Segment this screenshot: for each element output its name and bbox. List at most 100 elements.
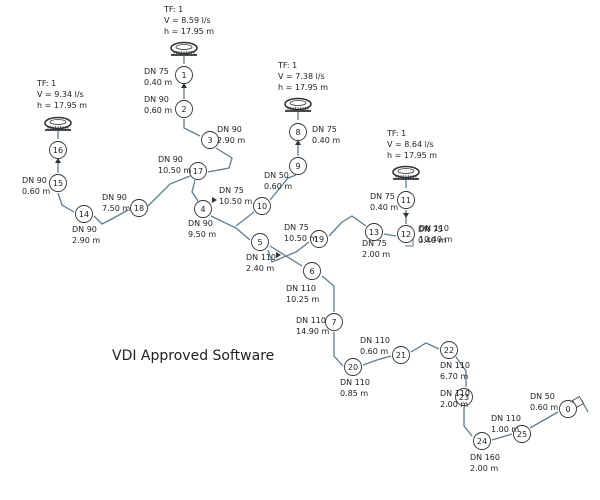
pipe-label-16-dn: DN 110 [419, 224, 449, 233]
node-3-number: 3 [207, 136, 212, 145]
pipe-label-19-length: 14.90 m [296, 327, 329, 336]
node-13[interactable]: 13 [365, 223, 383, 241]
pipe-label-22-length: 6.70 m [440, 372, 468, 381]
node-15[interactable]: 15 [49, 174, 67, 192]
fixture-8-icon [284, 97, 312, 120]
pipe-10-5 [235, 211, 255, 227]
pipe-label-10-dn: DN 90 [72, 225, 97, 234]
pipe-21-22 [410, 342, 440, 353]
pipe-label-0-length: 0.40 m [144, 78, 172, 87]
pipe-label-21-length: 0.85 m [340, 389, 368, 398]
node-6-number: 6 [309, 267, 314, 276]
node-9-number: 9 [295, 162, 300, 171]
branding-text: VDI Approved Software [112, 348, 274, 364]
node-0[interactable]: 0 [559, 400, 577, 418]
pipe-label-25-dn: DN 160 [470, 453, 500, 462]
pipe-label-19-dn: DN 110 [296, 316, 326, 325]
pipe-label-23-dn: DN 110 [440, 389, 470, 398]
node-11[interactable]: 11 [397, 191, 415, 209]
pipe-13-19 [328, 215, 367, 237]
fixture-11-icon [392, 165, 420, 188]
node-1[interactable]: 1 [175, 66, 193, 84]
pipe-19-5 [267, 241, 310, 263]
node-8-number: 8 [295, 128, 300, 137]
pipe-label-9-dn: DN 90 [102, 193, 127, 202]
pipe-label-13-dn: DN 75 [418, 225, 443, 234]
pipe-17-4 [191, 179, 199, 202]
pipe-label-14-length: 0.60 m [530, 403, 558, 412]
pipe-label-22-dn: DN 110 [440, 361, 470, 370]
node-20[interactable]: 20 [344, 358, 362, 376]
node-6[interactable]: 6 [303, 262, 321, 280]
pipe-label-20-length: 0.60 m [360, 347, 388, 356]
pipe-label-4-length: 0.40 m [312, 136, 340, 145]
node-5[interactable]: 5 [251, 233, 269, 251]
pipe-label-24-dn: DN 110 [491, 414, 521, 423]
pipe-label-7-dn: DN 75 [370, 192, 395, 201]
node-12[interactable]: 12 [397, 225, 415, 243]
node-19-number: 19 [314, 235, 324, 244]
node-24-number: 24 [477, 437, 487, 446]
pipe-label-13-length: 0.40 m [418, 236, 446, 245]
pipe-23-24 [463, 407, 473, 437]
pipe-label-25-length: 2.00 m [470, 464, 498, 473]
flow-arrow-layer [55, 83, 409, 258]
pipe-label-17-length: 2.40 m [246, 264, 274, 273]
node-20-number: 20 [348, 363, 358, 372]
pipe-label-11-dn: DN 90 [188, 219, 213, 228]
pipe-4-5 [210, 215, 251, 241]
fixture-16-tf-label: TF: 1 [36, 79, 56, 88]
node-4[interactable]: 4 [194, 200, 212, 218]
node-25[interactable]: 25 [513, 425, 531, 443]
pipe-20-21 [362, 355, 392, 366]
node-7[interactable]: 7 [325, 313, 343, 331]
pipe-label-12-length: 10.50 m [284, 234, 317, 243]
pipe-10-9 [269, 174, 297, 201]
node-22[interactable]: 22 [440, 341, 458, 359]
node-2[interactable]: 2 [175, 100, 193, 118]
node-16[interactable]: 16 [49, 141, 67, 159]
node-21-number: 21 [396, 351, 406, 360]
pipe-label-20-dn: DN 110 [360, 336, 390, 345]
node-9[interactable]: 9 [289, 157, 307, 175]
node-10[interactable]: 10 [253, 197, 271, 215]
node-17[interactable]: 17 [189, 162, 207, 180]
pipe-label-5-length: 0.60 m [264, 182, 292, 191]
pipe-label-14-dn: DN 50 [530, 392, 555, 401]
flow-arrow-node-5 [276, 252, 281, 258]
node-12-number: 12 [401, 230, 411, 239]
pipe-label-21-dn: DN 110 [340, 378, 370, 387]
pipe-15-14 [57, 192, 75, 213]
node-24[interactable]: 24 [473, 432, 491, 450]
node-14[interactable]: 14 [75, 205, 93, 223]
pipe-label-24-length: 1.00 m [491, 425, 519, 434]
node-14-number: 14 [79, 210, 89, 219]
pipe-label-4-dn: DN 75 [312, 125, 337, 134]
fixture-11-h-label: h = 17.95 m [387, 151, 437, 160]
node-19[interactable]: 19 [310, 230, 328, 248]
fixture-11-v-label: V = 8.64 l/s [387, 140, 434, 149]
node-21[interactable]: 21 [392, 346, 410, 364]
flow-arrow-node-4 [212, 197, 217, 203]
pipe-label-6-dn: DN 75 [219, 186, 244, 195]
pipe-3-17 [207, 147, 233, 173]
node-5-number: 5 [257, 238, 262, 247]
pipe-label-15-length: 2.00 m [362, 250, 390, 259]
pipe-label-16-length: 10.40 m [419, 235, 452, 244]
pipe-6-7 [321, 275, 335, 312]
pipe-label-3-dn: DN 90 [158, 155, 183, 164]
node-3[interactable]: 3 [201, 131, 219, 149]
node-23[interactable]: 23 [455, 388, 473, 406]
node-layer: 0123456789101112131415161718192021222324… [49, 66, 577, 450]
node-17-number: 17 [193, 167, 203, 176]
node-8[interactable]: 8 [289, 123, 307, 141]
node-1-number: 1 [181, 71, 186, 80]
pipe-label-17-dn: DN 110 [246, 253, 276, 262]
node-10-number: 10 [257, 202, 267, 211]
node-15-number: 15 [53, 179, 63, 188]
pipe-label-1-dn: DN 90 [144, 95, 169, 104]
node-18[interactable]: 18 [130, 199, 148, 217]
node-16-number: 16 [53, 146, 63, 155]
pipe-label-7-length: 0.40 m [370, 203, 398, 212]
